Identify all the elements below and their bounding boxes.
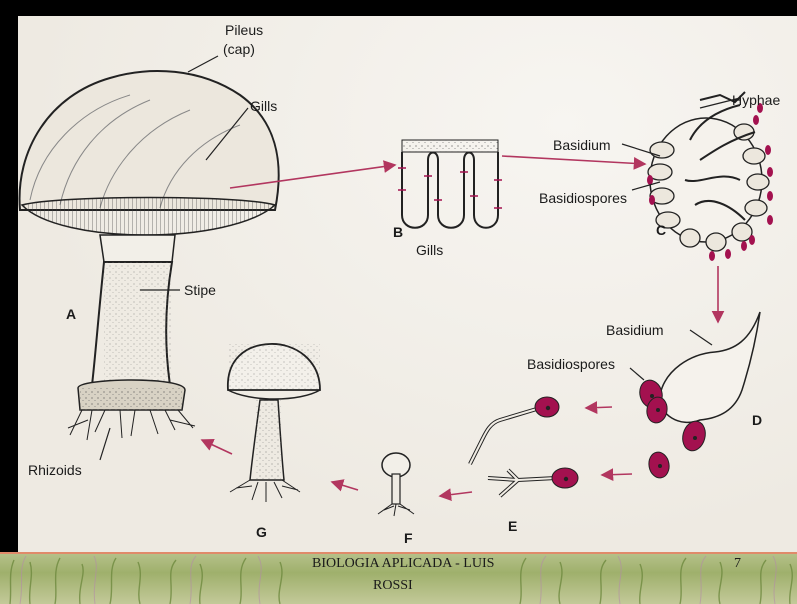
rhizoids-label: Rhizoids <box>28 462 82 478</box>
diagram-page: Pileus (cap) Gills Stipe Rhizoids Gills … <box>18 16 797 552</box>
mushroom-g <box>228 344 320 502</box>
slide-footer: BIOLOGIA APLICADA - LUIS ROSSI 7 <box>0 552 797 604</box>
letter-c: C <box>656 222 666 238</box>
letter-d: D <box>752 412 762 428</box>
footer-title-line2: ROSSI <box>373 578 413 594</box>
letter-f: F <box>404 530 413 546</box>
cap-label: (cap) <box>223 41 255 57</box>
young-mushroom-f <box>378 453 414 516</box>
gills-section-b <box>398 140 502 228</box>
footer-page-number: 7 <box>734 556 741 572</box>
stipe-label: Stipe <box>184 282 216 298</box>
basidiospores-d-label: Basidiospores <box>527 356 615 372</box>
hyphae-label: Hyphae <box>732 92 780 108</box>
basidiospores-c-label: Basidiospores <box>539 190 627 206</box>
letter-a: A <box>66 306 76 322</box>
letter-g: G <box>256 524 267 540</box>
basidium-d-label: Basidium <box>606 322 664 338</box>
letter-b: B <box>393 224 403 240</box>
gills-a-label: Gills <box>250 98 277 114</box>
basidium-c-label: Basidium <box>553 137 611 153</box>
gills-b-label: Gills <box>416 242 443 258</box>
letter-e: E <box>508 518 517 534</box>
mushroom-life-cycle-illustration <box>18 16 797 552</box>
germinating-spores-e <box>470 397 578 496</box>
pileus-label: Pileus <box>225 22 263 38</box>
footer-title-line1: BIOLOGIA APLICADA - LUIS <box>312 556 494 572</box>
